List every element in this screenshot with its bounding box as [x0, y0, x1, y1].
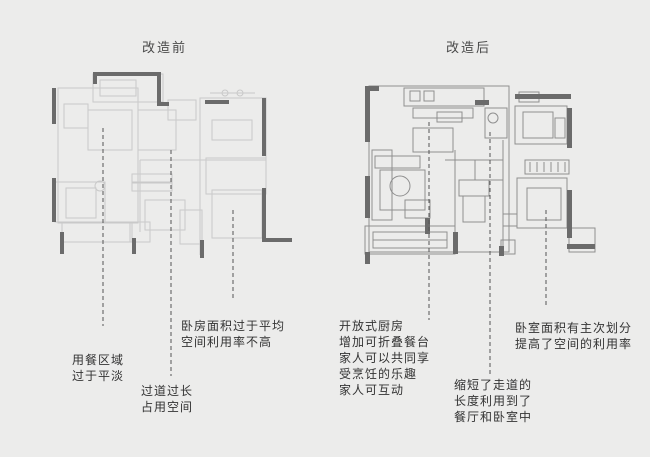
floor-plan-after — [325, 0, 650, 457]
note-kitchen-line-1: 开放式厨房 — [339, 319, 405, 333]
note-bedroom-before-line-1: 卧房面积过于平均 — [181, 319, 286, 333]
note-kitchen: 开放式厨房 增加可折叠餐台 家人可以共同享 受烹饪的乐趣 家人可互动 — [339, 318, 430, 398]
note-corridor-after: 缩短了走道的 长度利用到了 餐厅和卧室中 — [454, 377, 532, 425]
note-bedroom-after-line-1: 卧室面积有主次划分 — [515, 321, 633, 335]
before-title: 改造前 — [142, 41, 188, 56]
note-bedroom-after: 卧室面积有主次划分 提高了空间的利用率 — [515, 320, 632, 352]
note-kitchen-line-5: 家人可互动 — [339, 383, 405, 397]
note-bedroom-after-line-2: 提高了空间的利用率 — [515, 337, 633, 351]
note-corridor-after-line-2: 长度利用到了 — [454, 394, 533, 408]
note-corridor-line-1: 过道过长 — [141, 384, 194, 398]
after-title: 改造后 — [446, 41, 492, 56]
note-dining-line-1: 用餐区域 — [72, 353, 125, 367]
floor-plan-before — [52, 72, 292, 376]
note-kitchen-line-2: 增加可折叠餐台 — [339, 335, 431, 349]
note-dining-line-2: 过于平淡 — [72, 369, 125, 383]
note-dining: 用餐区域 过于平淡 — [72, 352, 124, 384]
note-bedroom-before-line-2: 空间利用率不高 — [181, 335, 273, 349]
note-bedroom-before: 卧房面积过于平均 空间利用率不高 — [181, 318, 285, 350]
note-corridor-line-2: 占用空间 — [141, 400, 194, 414]
note-kitchen-line-4: 受烹饪的乐趣 — [339, 367, 418, 381]
note-kitchen-line-3: 家人可以共同享 — [339, 351, 431, 365]
note-corridor-after-line-3: 餐厅和卧室中 — [454, 410, 533, 424]
note-corridor-after-line-1: 缩短了走道的 — [454, 378, 533, 392]
note-corridor: 过道过长 占用空间 — [141, 383, 193, 415]
